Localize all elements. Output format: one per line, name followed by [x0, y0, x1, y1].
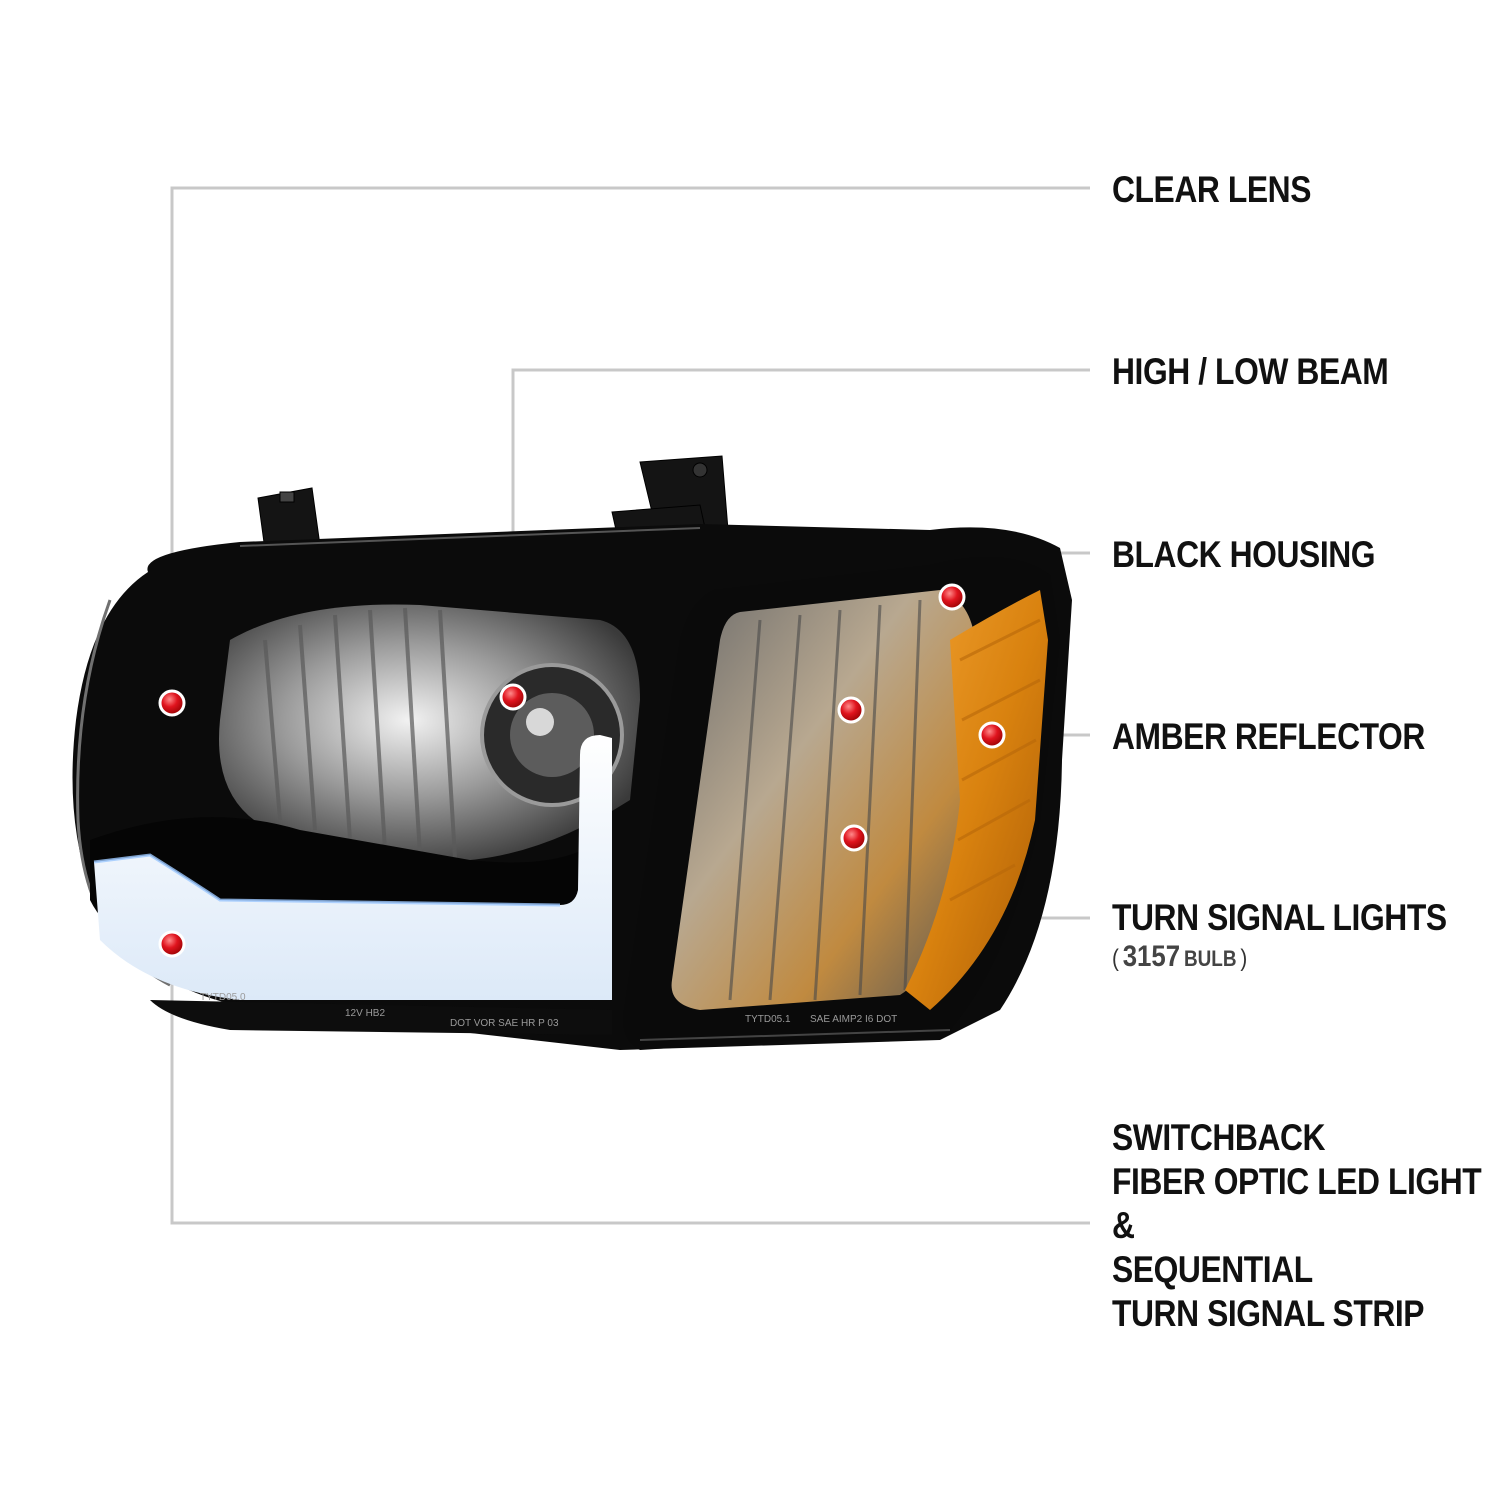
label-clear-lens: CLEAR LENS [1112, 169, 1312, 210]
callout-dot-turn-signal-upper [837, 696, 865, 724]
label-black-housing: BLACK HOUSING [1112, 534, 1376, 575]
callout-dot-high-low-beam [499, 683, 527, 711]
leader-clear-lens [170, 186, 1090, 700]
lens-code-1: TYTD05.0 [200, 992, 246, 1003]
label-amber-reflector: AMBER REFLECTOR [1112, 716, 1425, 757]
callout-dot-amber-reflector [978, 721, 1006, 749]
lens-markings: TYTD05.0 12V HB2 DOT VOR SAE HR P 03 TYT… [200, 992, 897, 1029]
corner-code-2: SAE AIMP2 I6 DOT [810, 1014, 897, 1025]
bulb-word: BULB [1183, 946, 1237, 971]
lens-code-3: DOT VOR SAE HR P 03 [450, 1018, 559, 1029]
bulb-number: 3157 [1122, 940, 1181, 973]
callout-dot-switchback [158, 930, 186, 958]
bulb-close-paren: ) [1240, 945, 1248, 972]
callout-dots [158, 583, 1006, 958]
switchback-line-3: & [1112, 1205, 1135, 1246]
corner-code-1: TYTD05.1 [745, 1014, 791, 1025]
label-switchback: SWITCHBACK FIBER OPTIC LED LIGHT & SEQUE… [1112, 1116, 1482, 1336]
callout-dot-black-housing [938, 583, 966, 611]
label-bulb-spec: ( 3157 BULB ) [1112, 940, 1247, 974]
callout-dot-turn-signal-lower [840, 824, 868, 852]
leader-switchback [170, 944, 1090, 1225]
bulb-open-paren: ( [1112, 945, 1119, 972]
switchback-line-4: SEQUENTIAL [1112, 1249, 1313, 1290]
switchback-line-2: FIBER OPTIC LED LIGHT [1112, 1161, 1482, 1202]
label-high-low-beam: HIGH / LOW BEAM [1112, 351, 1389, 392]
callout-dot-clear-lens [158, 689, 186, 717]
corner-lamp [623, 557, 1060, 1050]
label-turn-signal-lights: TURN SIGNAL LIGHTS [1112, 897, 1447, 938]
switchback-line-5: TURN SIGNAL STRIP [1112, 1293, 1425, 1334]
switchback-line-1: SWITCHBACK [1112, 1117, 1326, 1158]
lens-code-2: 12V HB2 [345, 1008, 385, 1019]
led-strip [94, 735, 612, 1000]
